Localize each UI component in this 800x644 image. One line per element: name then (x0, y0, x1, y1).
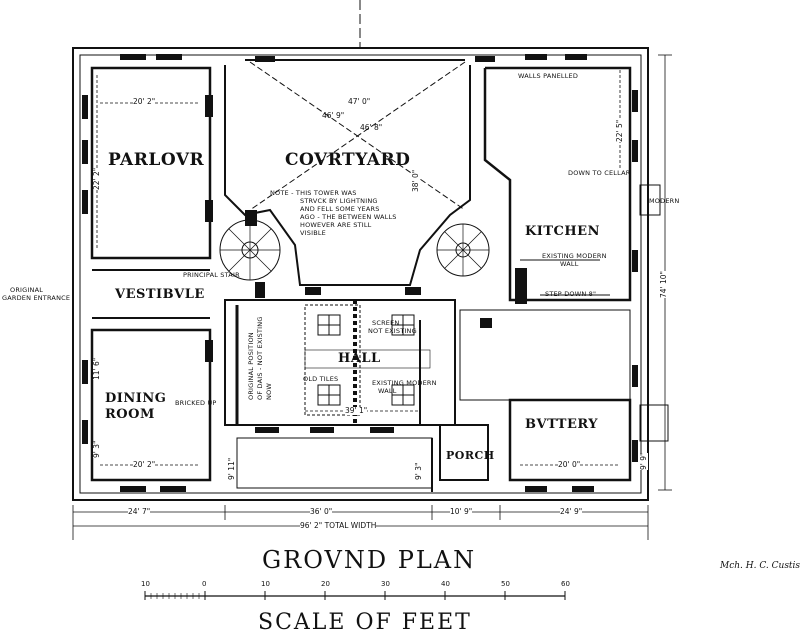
hall-width: 39' 1" (345, 406, 368, 415)
kitchen-existing-wall-2: WALL (560, 260, 579, 268)
tower-note-5: HOWEVER ARE STILL (300, 221, 372, 229)
dais-note-1: ORIGINAL POSITION (247, 332, 255, 400)
parlour-walls (90, 66, 212, 260)
room-vestibule: VESTIBVLE (115, 287, 205, 302)
room-porch: PORCH (446, 449, 495, 462)
overall-height: 74' 10" (659, 271, 668, 298)
scale-bar (144, 591, 566, 600)
garden-entrance-2: GARDEN ENTRANCE (2, 294, 71, 302)
inner-outline (79, 54, 642, 494)
architect-signature: Mch. H. C. Custis (720, 561, 800, 571)
porch-depth: 9' 3" (414, 462, 423, 480)
step-down-note: STEP DOWN 8" (545, 290, 597, 298)
buttery-width: 20' 0" (558, 460, 581, 469)
scale-tick-label: 10 (141, 580, 150, 588)
dining-height: 11' 6" (92, 357, 101, 380)
dining-width: 20' 2" (133, 460, 156, 469)
dining-walls (90, 328, 212, 482)
scale-tick-label: 10 (261, 580, 270, 588)
screen-note-2: NOT EXISTING (368, 327, 417, 335)
parlour-height: 22' 2" (92, 167, 101, 190)
total-width: 96' 2" TOTAL WIDTH (300, 521, 377, 530)
parlour-width: 20' 2" (133, 97, 156, 106)
down-to-cellar-note: DOWN TO CELLAR (568, 169, 631, 177)
hall-existing-wall-2: WALL (378, 387, 397, 395)
buttery-depth: 9' 9" (639, 452, 648, 470)
modern-note: MODERN (649, 197, 680, 205)
width-segment-4: 24' 9" (560, 507, 583, 516)
tower-note-2: STRVCK BY LIGHTNING (300, 197, 378, 205)
hall-walls (224, 299, 456, 426)
diagonal-1: 46' 9" (322, 111, 345, 120)
porch-walls (439, 424, 489, 481)
scale-title: SCALE OF FEET (258, 610, 472, 635)
wing-depth: 9' 11" (227, 457, 236, 480)
scale-tick-label: 30 (381, 580, 390, 588)
outer-outline (72, 47, 649, 501)
principal-stair-label: PRINCIPAL STAIR (183, 271, 240, 279)
tower-note-6: VISIBLE (300, 229, 326, 237)
courtyard-width: 47' 0" (348, 97, 371, 106)
kitchen-existing-wall-1: EXISTING MODERN (542, 252, 607, 260)
garden-entrance-1: ORIGINAL (10, 286, 44, 294)
dais-note-3: NOW (265, 382, 273, 400)
screen-note-1: SCREEN (372, 319, 400, 327)
tower-note-4: AGO - THE BETWEEN WALLS (300, 213, 397, 221)
courtyard-height: 38' 0" (411, 169, 420, 192)
tower-note-1: NOTE - THIS TOWER WAS (270, 189, 357, 197)
room-dining-2: ROOM (105, 407, 155, 422)
plan-title: GROVND PLAN (262, 546, 477, 574)
dining-height-2: 9' 3" (92, 440, 101, 458)
width-segment-3: 10' 9" (450, 507, 473, 516)
scale-tick-label: 40 (441, 580, 450, 588)
kitchen-height: 22' 5" (615, 119, 624, 142)
room-dining: DINING (105, 391, 167, 406)
walls-panelled-note: WALLS PANELLED (518, 72, 579, 80)
bricked-up-note: BRICKED UP (175, 399, 217, 407)
room-buttery: BVTTERY (525, 417, 599, 432)
tower-note-3: AND FELL SOME YEARS (300, 205, 380, 213)
diagonal-2: 46' 8" (360, 123, 383, 132)
room-courtyard: COVRTYARD (285, 150, 411, 170)
dais-note-2: OF DAIS - NOT EXISTING (256, 316, 264, 400)
scale-tick-label: 50 (501, 580, 510, 588)
scale-tick-label: 60 (561, 580, 570, 588)
width-segment-1: 24' 7" (128, 507, 151, 516)
room-hall: HALL (338, 351, 381, 366)
scale-tick-label: 20 (321, 580, 330, 588)
hall-existing-wall-1: EXISTING MODERN (372, 379, 437, 387)
width-segment-2: 36' 0" (310, 507, 333, 516)
old-tiles-note: OLD TILES (303, 375, 339, 383)
room-kitchen: KITCHEN (525, 224, 600, 239)
scale-tick-label: 0 (202, 580, 207, 588)
room-parlour: PARLOVR (108, 150, 205, 170)
kitchen-walls (483, 66, 632, 302)
